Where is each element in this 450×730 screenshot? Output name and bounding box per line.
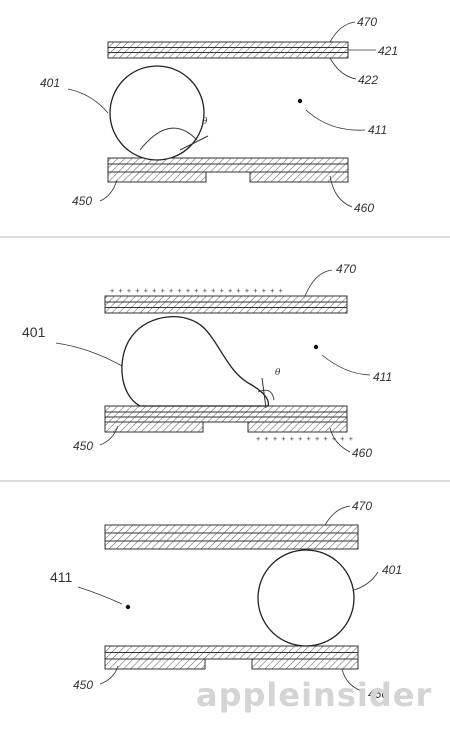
- theta-symbol: θ: [202, 117, 208, 127]
- label-411: 411: [368, 123, 387, 137]
- leader-470: [329, 21, 356, 43]
- contact-angle-arc: [257, 389, 275, 401]
- label-401: 401: [40, 76, 60, 90]
- label-470: 470: [352, 499, 372, 513]
- label-470: 470: [357, 15, 377, 29]
- leader-401: [67, 88, 109, 114]
- droplet-401: [257, 549, 355, 647]
- leader-460: [329, 175, 353, 208]
- appleinsider-watermark: appleinsider: [196, 676, 432, 714]
- theta-symbol: θ: [275, 368, 281, 378]
- leader-422: [329, 57, 357, 80]
- label-460: 460: [368, 687, 388, 701]
- label-470: 470: [336, 262, 356, 276]
- label-450: 450: [72, 194, 92, 208]
- medium-dot-411: [125, 604, 131, 610]
- label-450: 450: [73, 439, 93, 453]
- leader-401: [55, 342, 123, 367]
- bottom-plate: [107, 157, 349, 183]
- bottom-plate: [104, 645, 359, 670]
- medium-dot-411: [297, 98, 303, 104]
- leader-411: [321, 354, 371, 376]
- panel-1: θ 470 421 422 401 411 450 460: [40, 15, 398, 215]
- bottom-plate: [104, 405, 348, 433]
- bottom-charge-row: + + + + + + + + + + + +: [256, 435, 353, 443]
- top-plate: [104, 295, 348, 314]
- leader-470: [304, 269, 333, 297]
- label-401: 401: [22, 324, 46, 340]
- label-411: 411: [50, 569, 73, 585]
- label-421: 421: [378, 44, 398, 58]
- panel-3: 470 401 411 450 460: [50, 499, 402, 701]
- label-401: 401: [382, 563, 402, 577]
- label-450: 450: [73, 678, 93, 692]
- label-411: 411: [373, 370, 392, 384]
- label-460: 460: [352, 446, 372, 460]
- top-charge-row: + + + + + + + + + + + + + + + + + + + + …: [110, 287, 283, 295]
- leader-460: [329, 427, 351, 453]
- deformed-droplet-401: [121, 316, 270, 407]
- tangent-line: [261, 377, 267, 409]
- droplet-401: [109, 65, 205, 161]
- top-plate: [104, 524, 359, 550]
- leader-450: [99, 425, 119, 446]
- panel-2: + + + + + + + + + + + + + + + + + + + + …: [22, 262, 392, 460]
- leader-411: [77, 586, 123, 605]
- leader-411: [305, 109, 366, 131]
- leader-470: [324, 505, 351, 526]
- leader-460: [341, 668, 365, 693]
- leader-450: [99, 179, 118, 202]
- contact-angle-arc: [139, 127, 198, 151]
- label-422: 422: [358, 73, 378, 87]
- top-plate: [107, 41, 349, 59]
- leader-401: [353, 571, 379, 591]
- medium-dot-411: [313, 344, 319, 350]
- leader-450: [99, 665, 119, 685]
- label-460: 460: [354, 201, 374, 215]
- tangent-line: [179, 135, 209, 151]
